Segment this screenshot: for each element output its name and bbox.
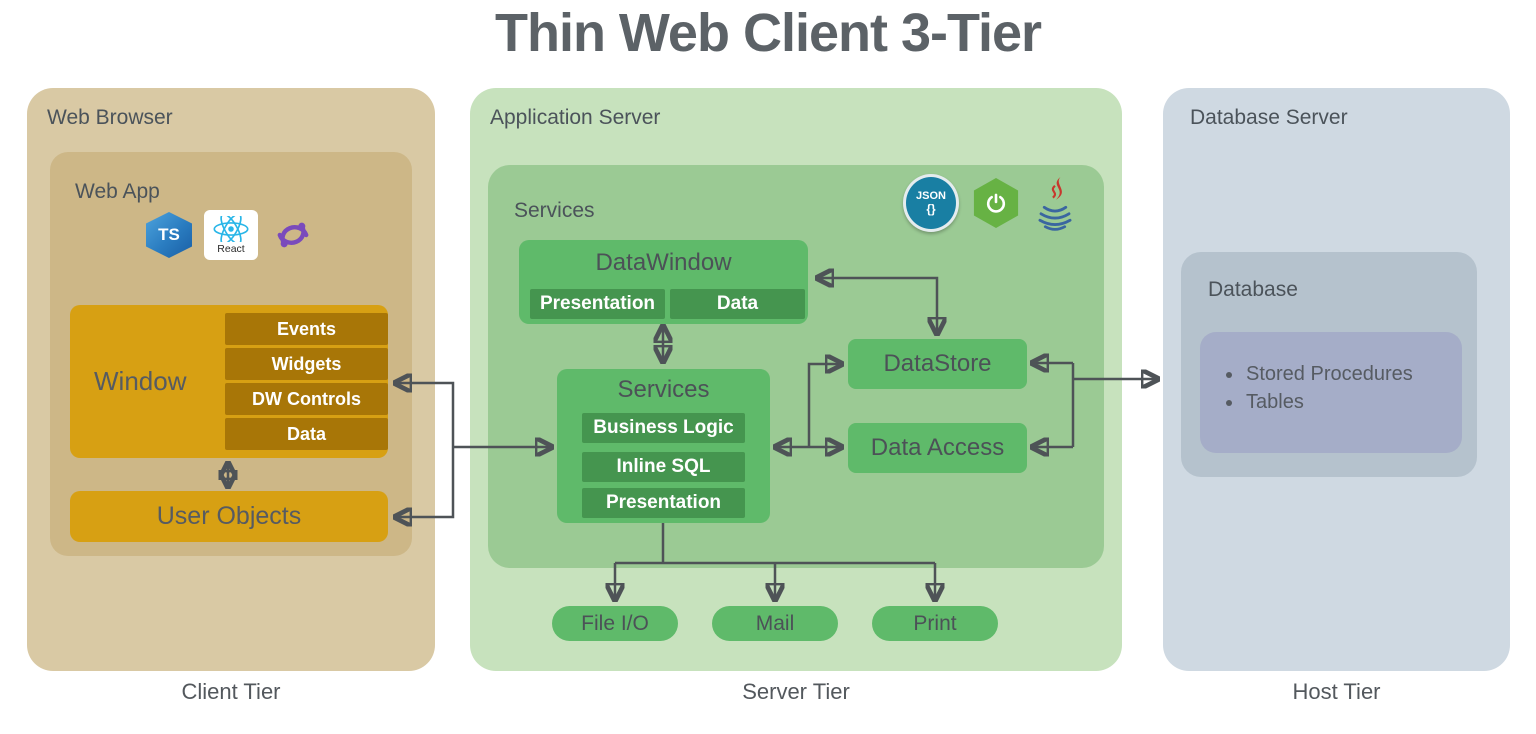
host-tier-container: Database Server Database Stored Procedur… xyxy=(1163,88,1510,671)
power-glyph xyxy=(986,193,1006,213)
json-icon: JSON {} xyxy=(903,174,959,232)
database-item-tables: Tables xyxy=(1244,388,1462,416)
mail-node: Mail xyxy=(712,606,838,641)
database-label: Database xyxy=(1208,278,1298,301)
web-app-label: Web App xyxy=(75,180,160,203)
database-detail-node: Stored Procedures Tables xyxy=(1200,332,1462,453)
client-tier-container: Web Browser Web App TS React xyxy=(27,88,435,671)
window-row-dw-controls: DW Controls xyxy=(225,383,388,415)
datastore-label: DataStore xyxy=(883,350,992,377)
data-access-node: Data Access xyxy=(848,423,1027,473)
user-objects-label: User Objects xyxy=(156,502,302,530)
window-rows: Events Widgets DW Controls Data xyxy=(225,313,388,450)
react-icon: React xyxy=(204,210,258,260)
window-row-events: Events xyxy=(225,313,388,345)
client-tier-label: Client Tier xyxy=(181,679,281,704)
window-label: Window xyxy=(94,366,187,396)
react-atom-glyph xyxy=(213,215,249,242)
java-icon xyxy=(1033,175,1077,231)
server-tech-icons: JSON {} xyxy=(903,174,1077,232)
file-io-node: File I/O xyxy=(552,606,678,641)
datawindow-row-presentation: Presentation xyxy=(530,289,665,319)
window-node: Window Events Widgets DW Controls Data xyxy=(70,305,388,458)
services-row-inline-sql: Inline SQL xyxy=(582,452,745,482)
react-icon-label: React xyxy=(217,242,245,255)
server-tier-container: Application Server Services JSON {} xyxy=(470,88,1122,671)
json-icon-braces: {} xyxy=(926,202,936,216)
typescript-icon: TS xyxy=(146,212,192,258)
database-item-stored-procedures: Stored Procedures xyxy=(1244,360,1462,388)
client-tech-icons: TS React xyxy=(146,208,316,262)
services-node-title: Services xyxy=(617,376,710,403)
datawindow-title: DataWindow xyxy=(595,249,732,276)
database-server-label: Database Server xyxy=(1190,106,1348,129)
typescript-icon-label: TS xyxy=(158,225,180,244)
window-row-data: Data xyxy=(225,418,388,450)
services-row-business-logic: Business Logic xyxy=(582,413,745,443)
database-items-list: Stored Procedures Tables xyxy=(1200,332,1462,416)
application-server-label: Application Server xyxy=(490,106,661,129)
datawindow-rows: Presentation Data xyxy=(530,289,805,319)
web-browser-label: Web Browser xyxy=(47,106,173,129)
print-node: Print xyxy=(872,606,998,641)
spring-boot-icon xyxy=(973,178,1019,228)
redux-icon xyxy=(270,214,316,256)
window-row-widgets: Widgets xyxy=(225,348,388,380)
host-tier-label: Host Tier xyxy=(1292,679,1381,704)
services-group-container: Services JSON {} xyxy=(488,165,1104,568)
java-cup-glyph xyxy=(1038,177,1072,231)
json-icon-label: JSON xyxy=(916,190,946,202)
diagram-title: Thin Web Client 3-Tier xyxy=(494,3,1042,63)
redux-glyph xyxy=(277,222,309,248)
services-group-label: Services xyxy=(514,199,595,222)
datawindow-node: DataWindow Presentation Data xyxy=(519,240,808,324)
services-row-presentation: Presentation xyxy=(582,488,745,518)
data-access-label: Data Access xyxy=(870,434,1005,461)
datawindow-row-data: Data xyxy=(670,289,805,319)
user-objects-node: User Objects xyxy=(70,491,388,542)
services-node: Services Business Logic Inline SQL Prese… xyxy=(557,369,770,523)
database-container: Database Stored Procedures Tables xyxy=(1181,252,1477,477)
datastore-node: DataStore xyxy=(848,339,1027,389)
server-tier-label: Server Tier xyxy=(742,679,850,704)
web-app-container: Web App TS React xyxy=(50,152,412,556)
